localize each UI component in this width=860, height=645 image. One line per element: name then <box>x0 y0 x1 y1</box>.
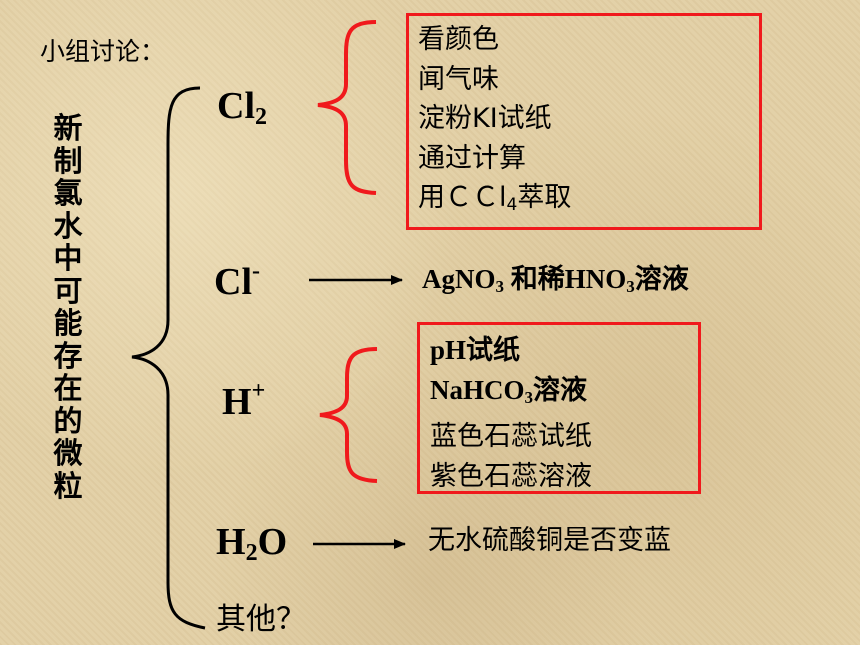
h-red-brace <box>319 347 378 483</box>
vertical-char: 能 <box>53 306 83 340</box>
vertical-char: 新 <box>53 111 83 145</box>
method-item: 紫色石蕊溶液 <box>430 460 592 492</box>
test-subscript: 3 <box>495 277 505 296</box>
method-item: NaHCO3溶液 <box>430 371 592 418</box>
method-text: 萃取 <box>517 182 572 213</box>
vertical-char: 微 <box>53 436 83 470</box>
species-superscript: + <box>251 378 266 404</box>
cl2-red-brace <box>317 20 377 195</box>
method-item: pH试纸 <box>430 335 521 365</box>
vertical-char: 氯 <box>53 176 83 210</box>
species-cl2: Cl2 <box>217 84 267 131</box>
method-text: 溶液 <box>533 374 587 405</box>
vertical-char: 水 <box>53 208 83 243</box>
species-base: Cl <box>217 85 255 127</box>
method-item: 看颜色 <box>418 24 499 55</box>
vertical-char: 制 <box>53 143 83 178</box>
method-item: 用ＣＣl4萃取 <box>418 178 571 226</box>
species-base: H <box>216 521 246 563</box>
discussion-title: 小组讨论： <box>40 37 166 66</box>
method-item: 淀粉KI试纸 <box>418 103 552 134</box>
h-methods-list: pH试纸 NaHCO3溶液 蓝色石蕊试纸 紫色石蕊溶液 <box>430 331 592 496</box>
main-brace <box>131 86 206 630</box>
h2o-test: 无水硫酸铜是否变蓝 <box>428 525 671 556</box>
method-item: 闻气味 <box>418 63 499 95</box>
vertical-char: 粒 <box>53 468 83 503</box>
method-item: 蓝色石蕊试纸 <box>430 421 592 452</box>
vertical-char: 中 <box>53 241 83 275</box>
method-text: 用ＣＣl <box>418 182 507 213</box>
species-h-ion: H+ <box>222 378 265 424</box>
h-methods-box <box>417 322 701 494</box>
vertical-char: 在 <box>53 371 83 405</box>
vertical-char: 存 <box>53 338 83 373</box>
vertical-label: 新 制 氯 水 中 可 能 存 在 的 微 粒 <box>48 112 88 502</box>
species-superscript: - <box>252 258 260 284</box>
method-subscript: 3 <box>524 387 534 407</box>
species-tail: O <box>257 521 288 563</box>
method-item: 通过计算 <box>418 142 526 174</box>
method-text: NaHCO <box>430 374 525 405</box>
species-subscript: 2 <box>255 104 267 130</box>
test-text: 和稀HNO <box>504 264 627 294</box>
species-base: Cl <box>214 261 252 303</box>
cl2-methods-list: 看颜色 闻气味 淀粉KI试纸 通过计算 用ＣＣl4萃取 <box>418 20 571 226</box>
vertical-char: 的 <box>53 403 83 438</box>
method-subscript: 4 <box>506 195 518 215</box>
test-subscript: 3 <box>626 277 635 296</box>
species-other: 其他？ <box>216 602 306 637</box>
species-subscript: 2 <box>245 540 258 566</box>
species-h2o: H2O <box>216 520 287 567</box>
vertical-char: 可 <box>53 273 83 308</box>
cl-ion-test: AgNO3 和稀HNO3溶液 <box>422 257 689 297</box>
species-cl-ion: Cl- <box>214 258 260 304</box>
test-text: 溶液 <box>634 264 689 294</box>
species-base: H <box>222 381 252 423</box>
cl2-methods-box <box>406 13 762 230</box>
test-text: AgNO <box>422 264 496 294</box>
